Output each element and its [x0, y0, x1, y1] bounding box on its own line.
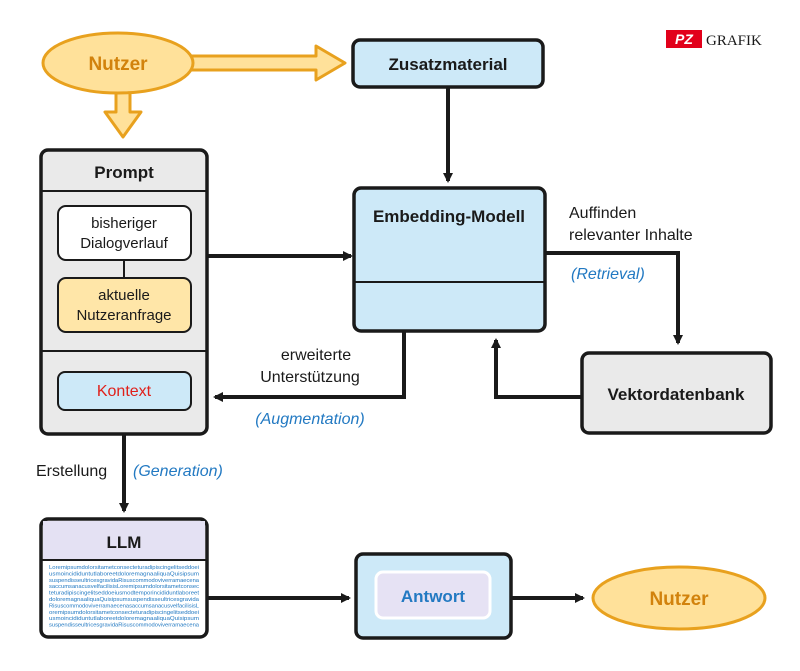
history-line-2: Dialogverlauf: [80, 235, 168, 252]
retrieval-term: (Retrieval): [571, 266, 645, 283]
prompt-node: Prompt bisheriger Dialogverlauf aktuelle…: [39, 148, 209, 436]
llm-text-line: usmoincididuntutlaboreetdoloremagnaaliqu…: [49, 616, 200, 622]
llm-text-line: suspendisseultricesgravidaRisuscommodovi…: [49, 623, 199, 629]
logo-brand: PZ: [675, 31, 693, 47]
llm-text-line: suspendisseultricesgravidaRisuscommodovi…: [49, 578, 199, 584]
llm-text-line: teturadipiscingelitseddoeiusmodtemporinc…: [49, 591, 200, 597]
context-label: Kontext: [97, 383, 152, 400]
vektordatenbank-label: Vektordatenbank: [608, 385, 746, 404]
history-line-1: bisheriger: [91, 215, 157, 232]
arrow-nutzer-to-prompt: [103, 88, 143, 139]
query-line-1: aktuelle: [98, 287, 150, 304]
nutzer-top-node: Nutzer: [41, 31, 195, 95]
antwort-inner: [374, 570, 492, 620]
augmentation-text-2: Unterstützung: [260, 369, 360, 386]
prompt-title: Prompt: [94, 163, 154, 182]
retrieval-text-1: Auffinden: [569, 205, 636, 222]
query-line-2: Nutzeranfrage: [76, 307, 171, 324]
query-box: [57, 277, 192, 333]
nutzer-top-label: Nutzer: [88, 54, 148, 75]
llm-text-line: Loremipsumdolorsitametconsecteturadipisc…: [49, 565, 199, 571]
pz-grafik-logo: PZ GRAFIK: [666, 30, 762, 49]
zusatzmaterial-node: Zusatzmaterial: [351, 38, 545, 89]
augmentation-text-1: erweiterte: [281, 347, 351, 364]
llm-text-line: oremipsumdolorsitametconsecteturadipisci…: [49, 610, 199, 616]
nutzer-bottom-label: Nutzer: [649, 589, 709, 610]
arrow-vektordb-to-embedding: [491, 338, 582, 399]
arrow-embedding-to-context: [213, 331, 406, 402]
logo-badge: [666, 30, 702, 48]
antwort-label: Antwort: [401, 587, 466, 606]
generation-text: Erstellung: [36, 463, 107, 480]
antwort-node: Antwort: [354, 552, 513, 640]
embedding-label: Embedding-Modell: [373, 207, 525, 226]
zusatzmaterial-label: Zusatzmaterial: [388, 55, 507, 74]
llm-text-line: doloremagnaaliquaQuisipsumsuspendisseult…: [49, 597, 199, 603]
logo-suffix: GRAFIK: [706, 33, 762, 49]
llm-text-line: usmoincididuntutlaboreetdoloremagnaaliqu…: [49, 571, 200, 577]
retrieval-text-2: relevanter Inhalte: [569, 227, 693, 244]
nutzer-bottom-node: Nutzer: [591, 565, 767, 631]
llm-node: LLM Loremipsumdolorsitametconsecteturadi…: [39, 517, 209, 639]
context-box: [57, 371, 192, 411]
llm-text-line: Risuscommodoviverramaecenasaccumsanacusv…: [49, 603, 199, 609]
arrow-embedding-to-vektordb: [545, 251, 683, 345]
llm-header-bg: [43, 521, 205, 560]
llm-text-block: Loremipsumdolorsitametconsecteturadipisc…: [49, 565, 200, 629]
llm-text-line: saccumsanacusvelfacilisisLoremipsumdolor…: [49, 584, 199, 590]
augmentation-term: (Augmentation): [255, 411, 364, 428]
arrow-nutzer-to-zusatzmaterial: [188, 44, 347, 82]
generation-term: (Generation): [133, 463, 223, 480]
embedding-node: Embedding-Modell: [352, 186, 547, 333]
llm-title: LLM: [107, 533, 142, 552]
vektordatenbank-node: Vektordatenbank: [580, 351, 773, 435]
